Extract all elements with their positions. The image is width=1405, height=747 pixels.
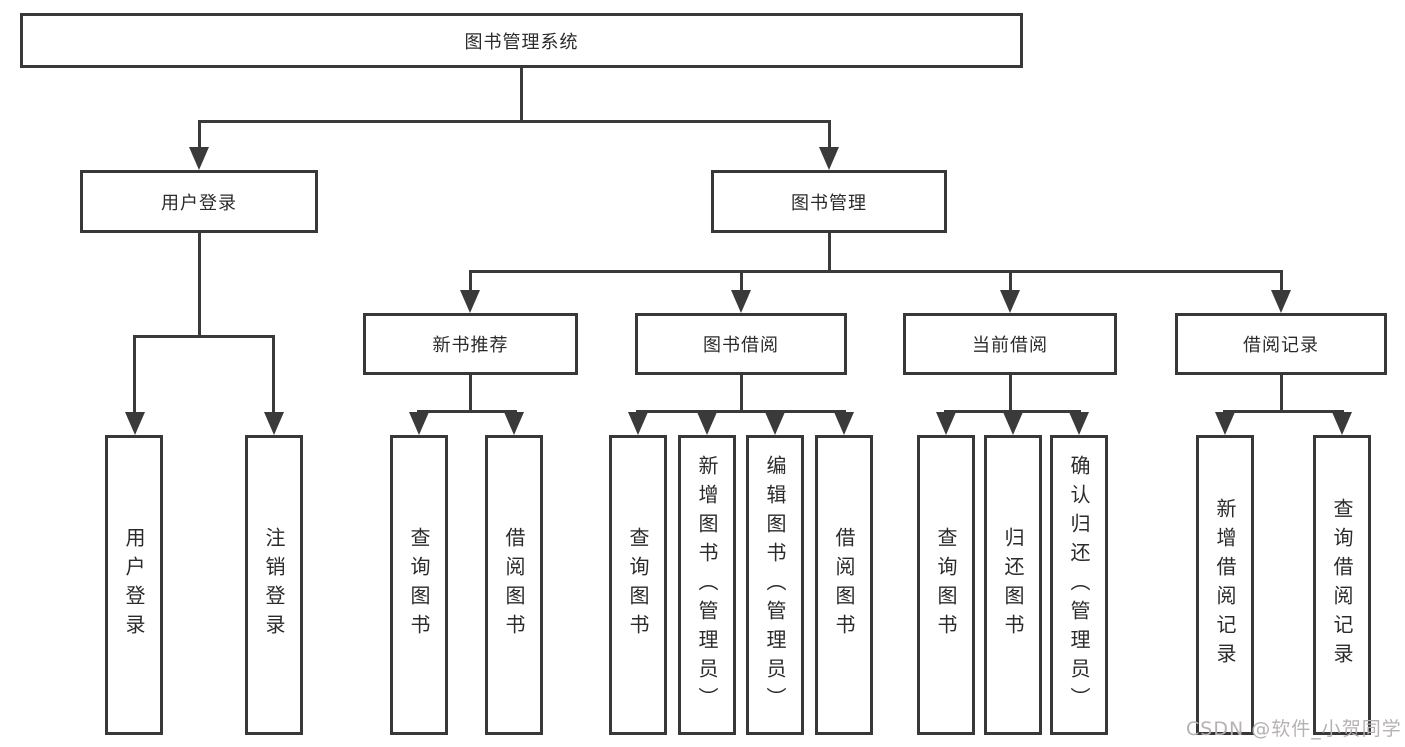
node-borrow-records: 借阅记录: [1175, 313, 1387, 375]
arrow-down-icon: [765, 412, 785, 435]
connector: [1009, 375, 1012, 413]
connector: [944, 410, 1081, 413]
connector: [828, 233, 831, 273]
connector: [133, 335, 136, 415]
arrow-down-icon: [1271, 290, 1291, 313]
connector: [1223, 410, 1344, 413]
connector: [636, 410, 846, 413]
leaf-newbook-query-books: 查询图书: [390, 435, 448, 735]
connector: [417, 410, 517, 413]
arrow-down-icon: [936, 412, 956, 435]
connector: [520, 68, 523, 123]
leaf-logout: 注销登录: [245, 435, 303, 735]
leaf-return-books: 归还图书: [984, 435, 1042, 735]
connector: [740, 270, 743, 293]
connector: [133, 335, 275, 338]
connector: [469, 375, 472, 413]
leaf-add-books-admin: 新增图书（管理员）: [678, 435, 736, 735]
connector: [828, 120, 831, 151]
node-root-system: 图书管理系统: [20, 13, 1023, 68]
arrow-down-icon: [1332, 412, 1352, 435]
connector: [198, 233, 201, 337]
csdn-watermark: CSDN @软件_小贺同学: [1186, 718, 1402, 740]
arrow-down-icon: [264, 412, 284, 435]
node-user-login: 用户登录: [80, 170, 318, 233]
arrow-down-icon: [189, 147, 209, 170]
connector: [272, 335, 275, 415]
arrow-down-icon: [1003, 412, 1023, 435]
arrow-down-icon: [460, 290, 480, 313]
arrow-down-icon: [731, 290, 751, 313]
connector: [740, 375, 743, 413]
arrow-down-icon: [409, 412, 429, 435]
leaf-user-login: 用户登录: [105, 435, 163, 735]
arrow-down-icon: [628, 412, 648, 435]
leaf-current-query-books: 查询图书: [917, 435, 975, 735]
arrow-down-icon: [1215, 412, 1235, 435]
connector: [1280, 375, 1283, 413]
node-current-borrow: 当前借阅: [903, 313, 1117, 375]
leaf-edit-books-admin: 编辑图书（管理员）: [746, 435, 804, 735]
arrow-down-icon: [819, 147, 839, 170]
leaf-query-borrow-record: 查询借阅记录: [1313, 435, 1371, 735]
arrow-down-icon: [1000, 290, 1020, 313]
leaf-add-borrow-record: 新增借阅记录: [1196, 435, 1254, 735]
connector: [198, 120, 831, 123]
arrow-down-icon: [504, 412, 524, 435]
leaf-confirm-return-admin: 确认归还（管理员）: [1050, 435, 1108, 735]
node-book-management: 图书管理: [711, 170, 947, 233]
connector: [198, 120, 201, 151]
leaf-newbook-borrow-books: 借阅图书: [485, 435, 543, 735]
connector: [1280, 270, 1283, 293]
arrow-down-icon: [1069, 412, 1089, 435]
leaf-borrow-books: 借阅图书: [815, 435, 873, 735]
connector: [469, 270, 1283, 273]
node-book-borrow: 图书借阅: [635, 313, 847, 375]
arrow-down-icon: [834, 412, 854, 435]
leaf-borrow-query-books: 查询图书: [609, 435, 667, 735]
arrow-down-icon: [697, 412, 717, 435]
node-new-book-recommend: 新书推荐: [363, 313, 578, 375]
connector: [1009, 270, 1012, 293]
connector: [469, 270, 472, 293]
arrow-down-icon: [125, 412, 145, 435]
